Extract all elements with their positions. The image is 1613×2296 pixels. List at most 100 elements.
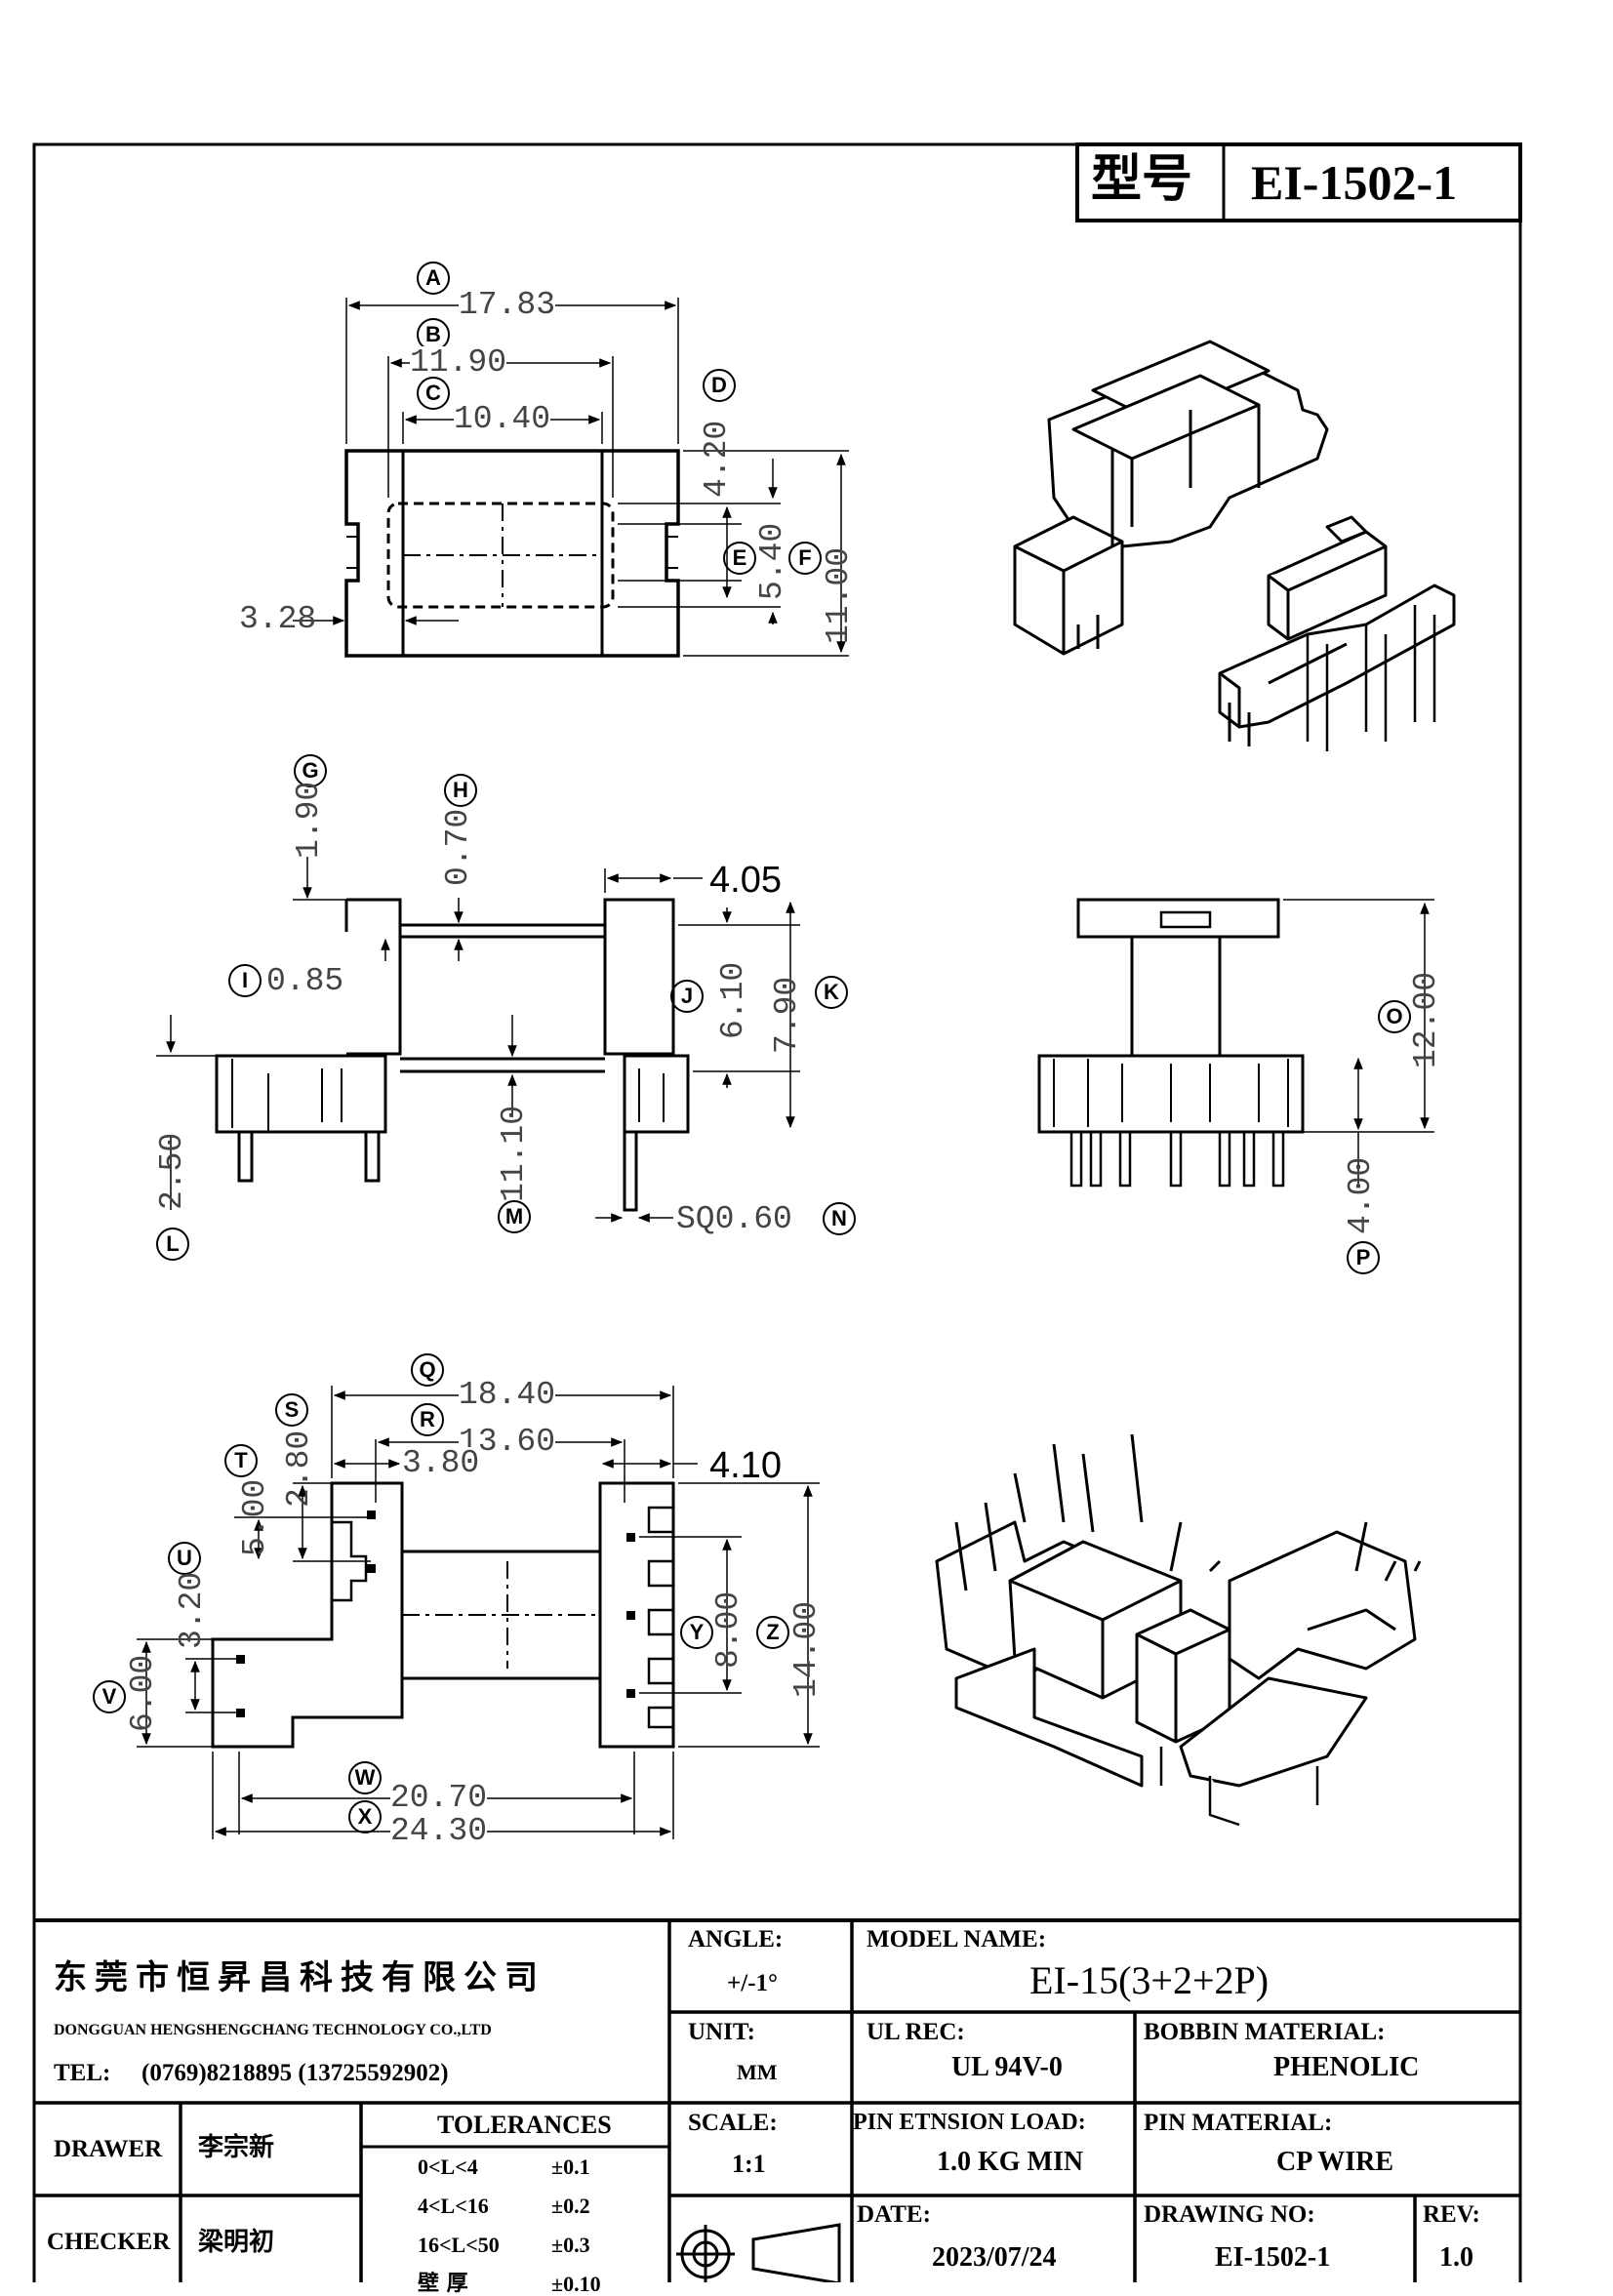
dim-Y: 8.00 [710, 1591, 746, 1669]
ul-value: UL 94V-0 [951, 2052, 1063, 2082]
date-label: DATE: [857, 2201, 931, 2228]
dim-U: 5.00 [237, 1478, 273, 1556]
label-M: M [498, 1200, 531, 1233]
dim-G: 1.90 [291, 781, 327, 859]
dim-O: 12.00 [1408, 971, 1444, 1068]
tel-label: TEL: [54, 2060, 111, 2086]
sheet-border [32, 142, 1522, 2282]
dim-K: 7.90 [769, 976, 805, 1054]
label-H: H [444, 774, 477, 807]
label-E: E [723, 542, 756, 575]
angle-label: ANGLE: [688, 1926, 784, 1953]
label-V: V [93, 1680, 126, 1713]
dim-F: 11.00 [821, 546, 857, 644]
dim-B: 11.90 [410, 344, 507, 381]
dim-V: 6.00 [125, 1654, 161, 1732]
label-C: C [417, 377, 450, 410]
unit-label: UNIT: [688, 2019, 755, 2045]
dim-left-width: 3.28 [239, 601, 317, 637]
unit-value: MM [737, 2060, 778, 2084]
company-name-en: DONGGUAN HENGSHENGCHANG TECHNOLOGY CO.,L… [54, 2022, 492, 2038]
label-Z: Z [756, 1616, 789, 1649]
company-name-cn: 东莞市恒昇昌科技有限公司 [54, 1958, 545, 1997]
pin-material-label: PIN MATERIAL: [1144, 2110, 1333, 2136]
dim-P: 4.00 [1343, 1156, 1379, 1234]
tolerance-value-2: ±0.3 [551, 2233, 590, 2257]
dim-I: 0.85 [266, 963, 344, 999]
drawer-value: 李宗新 [198, 2133, 275, 2162]
tel-value: (0769)8218895 (13725592902) [141, 2060, 449, 2086]
dim-A: 17.83 [459, 287, 556, 323]
dim-N: SQ0.60 [676, 1201, 792, 1237]
ul-label: UL REC: [867, 2019, 965, 2045]
scale-label: SCALE: [688, 2110, 778, 2136]
label-Y: Y [680, 1616, 713, 1649]
label-A: A [417, 262, 450, 295]
label-D: D [703, 369, 736, 402]
label-T: T [224, 1444, 258, 1477]
tolerance-value-0: ±0.1 [551, 2155, 590, 2179]
checker-value: 梁明初 [198, 2228, 275, 2257]
model-label: 型号 [1091, 150, 1193, 209]
dim-W: 20.70 [390, 1780, 488, 1816]
dim-T: 2.80 [281, 1430, 317, 1508]
title-block-lines [34, 1918, 1520, 2282]
label-Q: Q [411, 1353, 444, 1387]
dim-C: 10.40 [454, 401, 551, 437]
tolerance-value-1: ±0.2 [551, 2194, 590, 2218]
label-L: L [156, 1228, 189, 1261]
dim-bottom-right: 4.10 [709, 1445, 782, 1486]
dim-V2: 3.20 [174, 1571, 210, 1649]
drawer-label: DRAWER [54, 2136, 163, 2162]
tolerance-value-3: ±0.10 [551, 2272, 601, 2296]
scale-value: 1:1 [732, 2150, 766, 2178]
label-S: S [275, 1393, 308, 1427]
tolerance-range-0: 0<L<4 [418, 2155, 478, 2179]
label-W: W [348, 1761, 382, 1794]
projection-symbol [676, 2223, 841, 2282]
dim-X: 24.30 [390, 1813, 488, 1849]
isometric-view-bottom [935, 1433, 1422, 1827]
header-box [1075, 142, 1522, 222]
isometric-view-top [1013, 340, 1456, 751]
label-O: O [1378, 1000, 1411, 1033]
label-K: K [815, 976, 848, 1009]
bobbin-label: BOBBIN MATERIAL: [1144, 2019, 1386, 2045]
pin-tension-label: PIN ETNSION LOAD: [853, 2110, 1086, 2135]
label-J: J [670, 980, 704, 1013]
dim-D: 4.20 [699, 420, 735, 498]
dim-Q: 18.40 [459, 1377, 556, 1413]
dim-Z: 14.00 [788, 1600, 825, 1698]
model-value: EI-1502-1 [1251, 155, 1458, 210]
checker-label: CHECKER [47, 2229, 171, 2255]
label-X: X [348, 1800, 382, 1833]
tolerances-label: TOLERANCES [437, 2111, 612, 2139]
label-R: R [411, 1403, 444, 1436]
date-value: 2023/07/24 [932, 2242, 1057, 2273]
label-F: F [788, 542, 822, 575]
dim-M: 11.10 [496, 1105, 532, 1202]
side-view [156, 857, 800, 1223]
dim-L: 2.50 [154, 1132, 190, 1210]
tolerance-range-1: 4<L<16 [418, 2194, 489, 2218]
label-I: I [228, 964, 262, 997]
angle-value: +/-1° [727, 1970, 779, 1996]
front-view [1037, 898, 1434, 1188]
tolerance-range-3: 壁 厚 [418, 2272, 468, 2296]
label-N: N [823, 1202, 856, 1235]
dim-top-right: 4.05 [709, 860, 782, 901]
bobbin-value: PHENOLIC [1273, 2052, 1420, 2082]
label-P: P [1347, 1241, 1380, 1274]
pin-material-value: CP WIRE [1276, 2147, 1394, 2177]
model-name-label: MODEL NAME: [867, 1926, 1047, 1953]
label-U: U [168, 1542, 201, 1575]
label-G: G [294, 754, 327, 787]
rev-value: 1.0 [1439, 2242, 1473, 2273]
rev-label: REV: [1423, 2201, 1480, 2228]
pin-tension-value: 1.0 KG MIN [937, 2147, 1084, 2177]
dim-S: 3.80 [402, 1445, 480, 1481]
drawing-no-label: DRAWING NO: [1144, 2201, 1315, 2228]
drawing-no-value: EI-1502-1 [1215, 2242, 1331, 2273]
